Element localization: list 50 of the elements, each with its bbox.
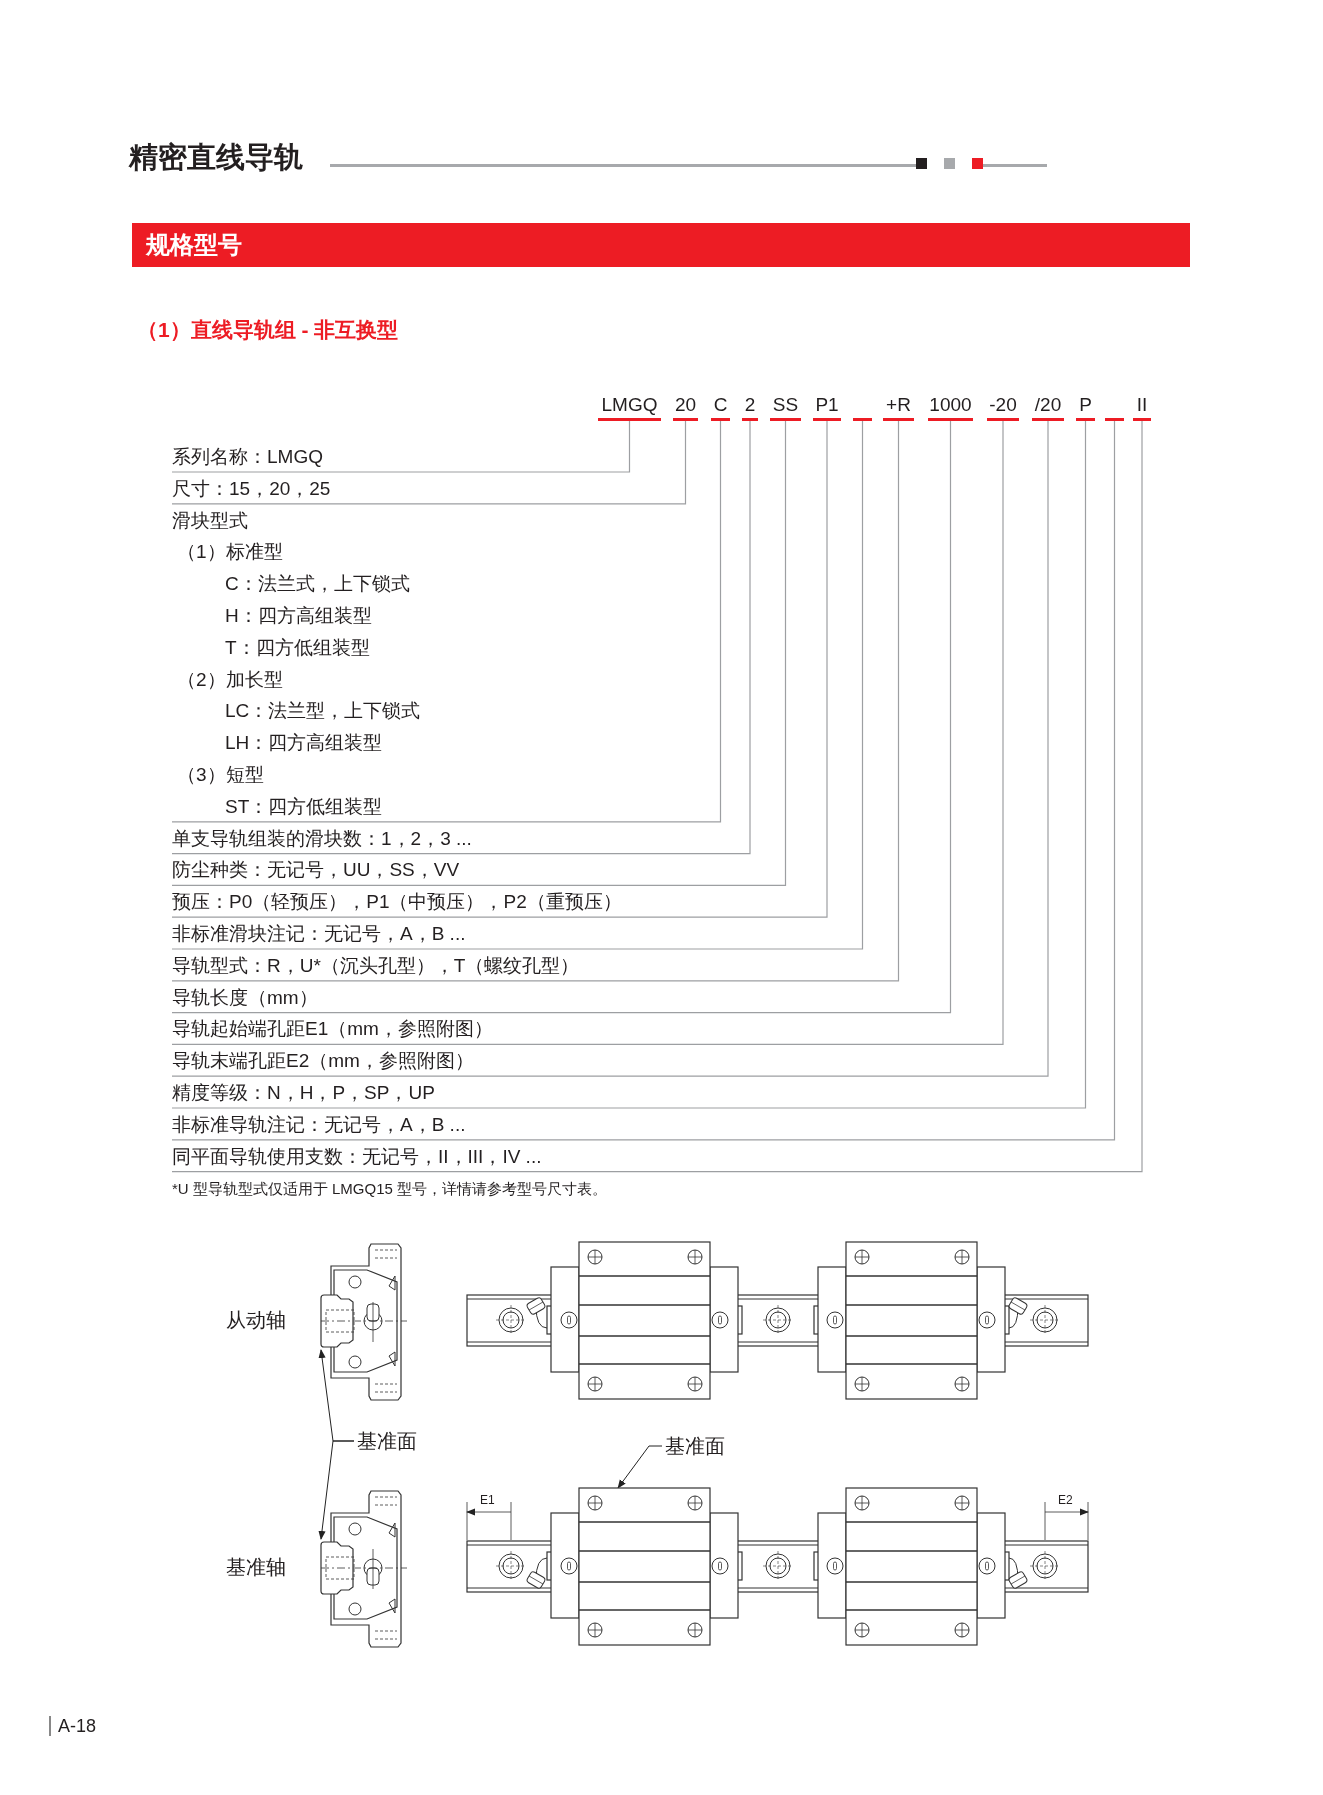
spec-description: 导轨末端孔距E2（mm，参照附图） (172, 1045, 1048, 1077)
axis-label: 基准轴 (226, 1554, 286, 1580)
page-title: 精密直线导轨 (129, 140, 303, 174)
leader-line (617, 1445, 663, 1489)
page-number: A-18 (58, 1715, 97, 1737)
option-text: ST：四方低组装型 (225, 794, 383, 819)
footnote: *U 型导轨型式仅适用于 LMGQ15 型号，详情请参考型号尺寸表。 (172, 1179, 608, 1199)
spec-description: 防尘种类：无记号，UU，SS，VV (172, 854, 786, 886)
dimension-label: E2 (1058, 1493, 1073, 1507)
code-segment: 2 (742, 392, 758, 421)
group-heading: 滑块型式 (172, 508, 248, 533)
code-segment: -20 (987, 392, 1019, 421)
spec-description: 预压：P0（轻预压），P1（中预压），P2（重预压） (172, 886, 827, 918)
spec-description: 非标准滑块注记：无记号，A，B ... (172, 918, 862, 949)
axis-label: 从动轴 (226, 1307, 286, 1333)
category-heading: （3）短型 (177, 763, 264, 787)
code-segment: LMGQ (598, 392, 661, 421)
leader-line (171, 420, 631, 473)
option-text: LC：法兰型，上下锁式 (225, 699, 421, 724)
reference-label: 基准面 (357, 1427, 417, 1455)
category-heading: （2）加长型 (177, 667, 283, 692)
spec-description: 非标准导轨注记：无记号，A，B ... (172, 1108, 1114, 1140)
spec-description: 系列名称：LMGQ (172, 441, 630, 472)
spec-description: 单支导轨组装的滑块数：1，2，3 ... (172, 822, 750, 854)
code-segment: C (711, 392, 730, 421)
code-segment: 1000 (928, 392, 973, 421)
section-subtitle: （1）直线导轨组 - 非互换型 (137, 317, 399, 343)
option-text: H：四方高组装型 (225, 604, 372, 628)
spec-description: 导轨型式：R，U*（沉头孔型），T（螺纹孔型） (172, 949, 898, 981)
option-text: C：法兰式，上下锁式 (225, 572, 410, 597)
leader-line (171, 420, 687, 505)
spec-description: 导轨长度（mm） (172, 981, 950, 1013)
leader-line (318, 1440, 355, 1540)
code-segment: P (1076, 392, 1095, 421)
dimension-label: E1 (480, 1493, 495, 1507)
option-text: T：四方低组装型 (225, 635, 370, 660)
section-banner: 规格型号 (132, 223, 1190, 267)
code-segment: P1 (813, 392, 841, 421)
spec-description: 精度等级：N，H，P，SP，UP (172, 1077, 1085, 1108)
category-heading: （1）标准型 (177, 540, 283, 565)
reference-label: 基准面 (665, 1432, 725, 1460)
spec-description: 尺寸：15，20，25 (172, 472, 686, 504)
code-segment: SS (770, 392, 801, 421)
option-text: LH：四方高组装型 (225, 731, 383, 756)
code-segment: 20 (673, 392, 698, 421)
code-segment: II (1133, 392, 1151, 421)
spec-description: 同平面导轨使用支数：无记号，II，III，IV ... (172, 1140, 1142, 1172)
spec-description: 导轨起始端孔距E1（mm，参照附图） (172, 1013, 1003, 1045)
code-segment: +R (883, 392, 914, 421)
code-segment: /20 (1032, 392, 1064, 421)
